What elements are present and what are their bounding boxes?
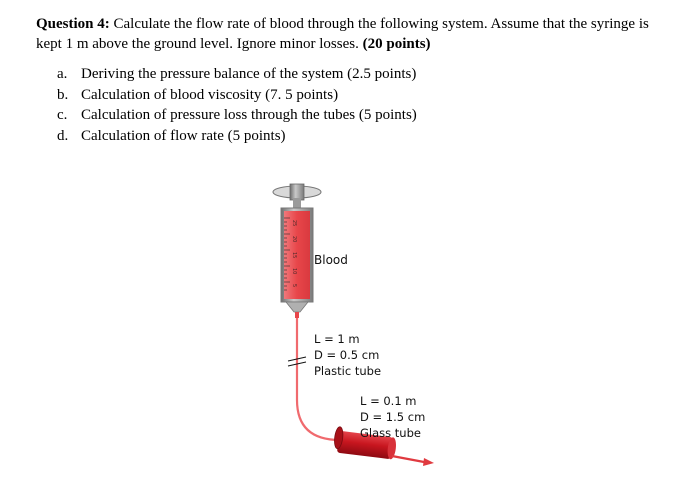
sub-question-c: c. Calculation of pressure loss through … — [57, 105, 417, 126]
syringe-tip — [285, 301, 309, 313]
scale-number: 15 — [291, 252, 297, 258]
sub-question-a: a. Deriving the pressure balance of the … — [57, 64, 417, 85]
syringe-scale-numbers: 25 20 15 10 5 — [291, 220, 297, 287]
outlet-arrow-head — [423, 458, 434, 466]
question-text: Question 4: Calculate the flow rate of b… — [36, 14, 676, 54]
glass-tube-body — [337, 431, 393, 459]
blood-label: Blood — [314, 253, 348, 267]
sub-question-letter: b. — [57, 86, 69, 103]
syringe-blood — [284, 211, 310, 299]
glass-tube-length: L = 0.1 m — [360, 394, 417, 408]
scale-number: 10 — [291, 268, 297, 274]
glass-tube-outlet — [387, 437, 396, 460]
sub-question-d: d. Calculation of flow rate (5 points) — [57, 126, 417, 147]
plastic-tube — [295, 318, 341, 442]
sub-question-text: Calculation of blood viscosity (7. 5 poi… — [81, 86, 339, 103]
plastic-tube-label: L = 1 m D = 0.5 cm Plastic tube — [314, 331, 381, 379]
glass-tube-diameter: D = 1.5 cm — [360, 410, 426, 424]
sub-question-letter: c. — [57, 107, 68, 123]
plunger-rod — [293, 198, 301, 212]
sub-question-letter: a. — [57, 66, 68, 82]
syringe-nozzle — [295, 312, 299, 318]
question-label: Question 4: — [36, 16, 110, 32]
sub-question-b: b. Calculation of blood viscosity (7. 5 … — [57, 85, 417, 106]
plastic-tube-diameter: D = 0.5 cm — [314, 348, 380, 362]
scale-number: 20 — [291, 236, 297, 242]
tube-break-marker — [287, 356, 307, 367]
glass-tube-inlet — [334, 426, 344, 450]
outlet-stream — [391, 454, 425, 464]
question-points: (20 points) — [362, 36, 431, 52]
plunger-cap — [289, 183, 305, 201]
syringe-graduations — [284, 217, 290, 291]
scale-number: 25 — [291, 220, 297, 226]
glass-tube-material: Glass tube — [360, 426, 421, 440]
glass-tube — [334, 426, 396, 460]
sub-question-letter: d. — [57, 127, 69, 144]
syringe: 25 20 15 10 5 — [272, 183, 322, 318]
question-body: Calculate the flow rate of blood through… — [36, 16, 649, 52]
scale-number: 5 — [291, 284, 297, 287]
sub-question-text: Deriving the pressure balance of the sys… — [81, 66, 417, 82]
glass-tube-label: L = 0.1 m D = 1.5 cm Glass tube — [360, 393, 425, 441]
sub-question-list: a. Deriving the pressure balance of the … — [57, 64, 417, 146]
sub-question-text: Calculation of pressure loss through the… — [81, 107, 417, 123]
plastic-tube-material: Plastic tube — [314, 364, 382, 378]
sub-question-text: Calculation of flow rate (5 points) — [81, 127, 286, 144]
plastic-tube-length: L = 1 m — [314, 332, 360, 346]
